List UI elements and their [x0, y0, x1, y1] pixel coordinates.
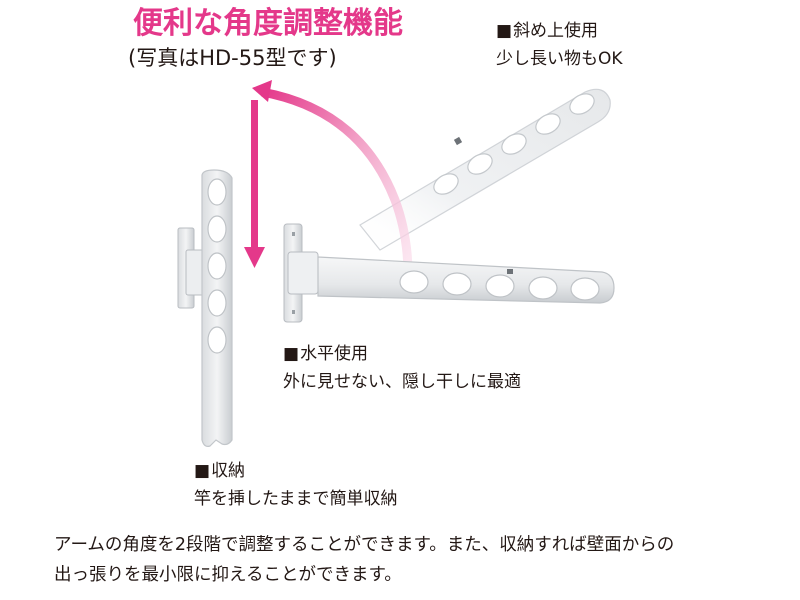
- hinge-screw-icon: [507, 269, 513, 274]
- description-paragraph: アームの角度を2段階で調整することができます。また、収納すれば壁面からの 出っ張…: [54, 530, 794, 590]
- caption-heading: 水平使用: [283, 340, 521, 368]
- caption-description: 少し長い物もOK: [496, 49, 623, 69]
- description-line-2: 出っ張りを最小限に抑えることができます。: [54, 565, 402, 585]
- stored-arm: [177, 169, 233, 447]
- caption-horizontal-use: 水平使用 外に見せない、隠し干しに最適: [283, 340, 521, 396]
- caption-storage: 収納 竿を挿したままで簡単収納: [194, 457, 398, 513]
- description-line-1: アームの角度を2段階で調整することができます。また、収納すれば壁面からの: [54, 535, 675, 555]
- caption-heading: 収納: [194, 457, 398, 485]
- caption-description: 外に見せない、隠し干しに最適: [283, 372, 521, 392]
- caption-diagonal-use: 斜め上使用 少し長い物もOK: [496, 17, 623, 73]
- diagonal-arm: [359, 88, 611, 251]
- caption-description: 竿を挿したままで簡単収納: [194, 489, 398, 509]
- rotation-arrow: [252, 80, 413, 291]
- hinge-screw-icon: [453, 136, 463, 146]
- horizontal-arm: [283, 223, 615, 323]
- fold-arrow: [244, 100, 265, 268]
- caption-heading: 斜め上使用: [496, 17, 623, 45]
- photo-note: (写真はHD-55型です): [128, 46, 337, 70]
- feature-title: 便利な角度調整機能: [133, 6, 403, 41]
